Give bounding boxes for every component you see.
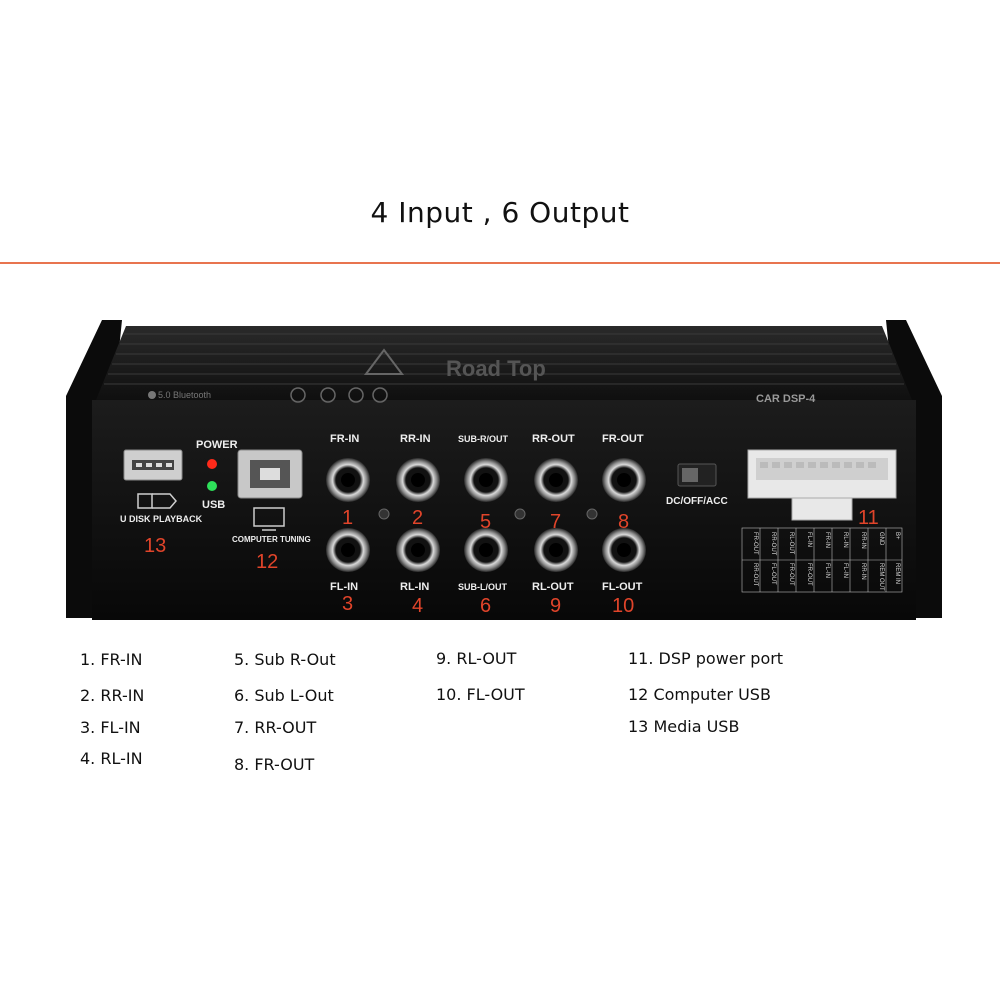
pin-label: FR-OUT (752, 532, 758, 555)
pin-label: RL-OUT (788, 532, 794, 555)
jack-label-fr-out: FR-OUT (602, 433, 644, 445)
usb-a-label: U DISK PLAYBACK (120, 514, 203, 524)
power-led (207, 459, 217, 469)
number-13: 13 (144, 535, 166, 557)
switch-label: DC/OFF/ACC (666, 496, 728, 507)
pin-label: REM OUT (878, 563, 884, 591)
dsp-device-photo: Road Top 5.0 Bluetooth CAR DSP-4 U DISK … (66, 320, 942, 620)
power-led-label: POWER (196, 439, 238, 451)
legend-item-9: 9. RL-OUT (436, 649, 517, 668)
pin-label: REM IN (894, 563, 900, 584)
usb-drive-icon (137, 493, 177, 509)
pin-label: B+ (894, 532, 900, 540)
screw-icon (586, 508, 598, 520)
legend-item-6: 6. Sub L-Out (234, 686, 334, 705)
screw-icon (378, 508, 390, 520)
feature-icon-1 (290, 387, 306, 403)
jack-label-rl-in: RL-IN (400, 581, 429, 593)
number-1: 1 (342, 507, 353, 529)
jack-label-rr-in: RR-IN (400, 433, 431, 445)
jack-label-fl-in: FL-IN (330, 581, 358, 593)
number-7: 7 (550, 511, 561, 533)
number-3: 3 (342, 593, 353, 615)
pin-label: RL-IN (842, 532, 848, 548)
feature-icon-4 (372, 387, 388, 403)
legend-item-13: 13 Media USB (628, 717, 740, 736)
legend-item-12: 12 Computer USB (628, 685, 771, 704)
number-12: 12 (256, 551, 278, 573)
pin-label: FL-IN (842, 563, 848, 578)
number-6: 6 (480, 595, 491, 617)
front-panel (92, 400, 916, 620)
screw-icon (514, 508, 526, 520)
number-9: 9 (550, 595, 561, 617)
legend-item-2: 2. RR-IN (80, 686, 145, 705)
pin-label: RR-IN (860, 532, 866, 549)
pin-label: RR-OUT (752, 563, 758, 587)
legend-item-5: 5. Sub R-Out (234, 650, 336, 669)
number-4: 4 (412, 595, 423, 617)
legend-item-3: 3. FL-IN (80, 718, 141, 737)
computer-monitor-icon (253, 507, 285, 531)
divider-line (0, 262, 1000, 264)
pin-label: FL-IN (806, 532, 812, 547)
jack-label-rl-out: RL-OUT (532, 581, 574, 593)
jack-label-rr-out: RR-OUT (532, 433, 575, 445)
page-title: 4 Input , 6 Output (370, 196, 630, 229)
jack-label-fr-in: FR-IN (330, 433, 359, 445)
pinout-grid (741, 527, 903, 593)
number-10: 10 (612, 595, 634, 617)
brand-logo-icon (364, 348, 404, 375)
legend-item-7: 7. RR-OUT (234, 718, 317, 737)
usb-led-label: USB (202, 499, 225, 511)
legend-item-4: 4. RL-IN (80, 749, 143, 768)
pin-label: FR-IN (824, 532, 830, 548)
legend-item-11: 11. DSP power port (628, 649, 784, 668)
brand-text: Road Top (446, 356, 546, 381)
number-2: 2 (412, 507, 423, 529)
legend-item-8: 8. FR-OUT (234, 755, 315, 774)
bluetooth-icon (148, 391, 156, 399)
legend-item-10: 10. FL-OUT (436, 685, 525, 704)
pin-label: RR-OUT (770, 532, 776, 556)
pin-label: GND (878, 532, 884, 546)
bluetooth-text: 5.0 Bluetooth (158, 390, 211, 400)
feature-icon-2 (320, 387, 336, 403)
feature-icon-3 (348, 387, 364, 403)
pin-label: FL-IN (824, 563, 830, 578)
number-5: 5 (480, 511, 491, 533)
pin-label: FR-OUT (788, 563, 794, 586)
pin-label: RR-IN (860, 563, 866, 580)
pin-label: FR-OUT (806, 563, 812, 586)
jack-label-sub-l-out: SUB-L/OUT (458, 582, 507, 592)
jack-label-sub-r-out: SUB-R/OUT (458, 434, 508, 444)
model-text: CAR DSP-4 (756, 393, 816, 405)
usb-b-label: COMPUTER TUNING (232, 535, 311, 544)
jack-label-fl-out: FL-OUT (602, 581, 643, 593)
usb-led (207, 481, 217, 491)
number-8: 8 (618, 511, 629, 533)
number-11: 11 (858, 507, 879, 529)
legend-item-1: 1. FR-IN (80, 650, 143, 669)
pin-label: FL-OUT (770, 563, 776, 585)
